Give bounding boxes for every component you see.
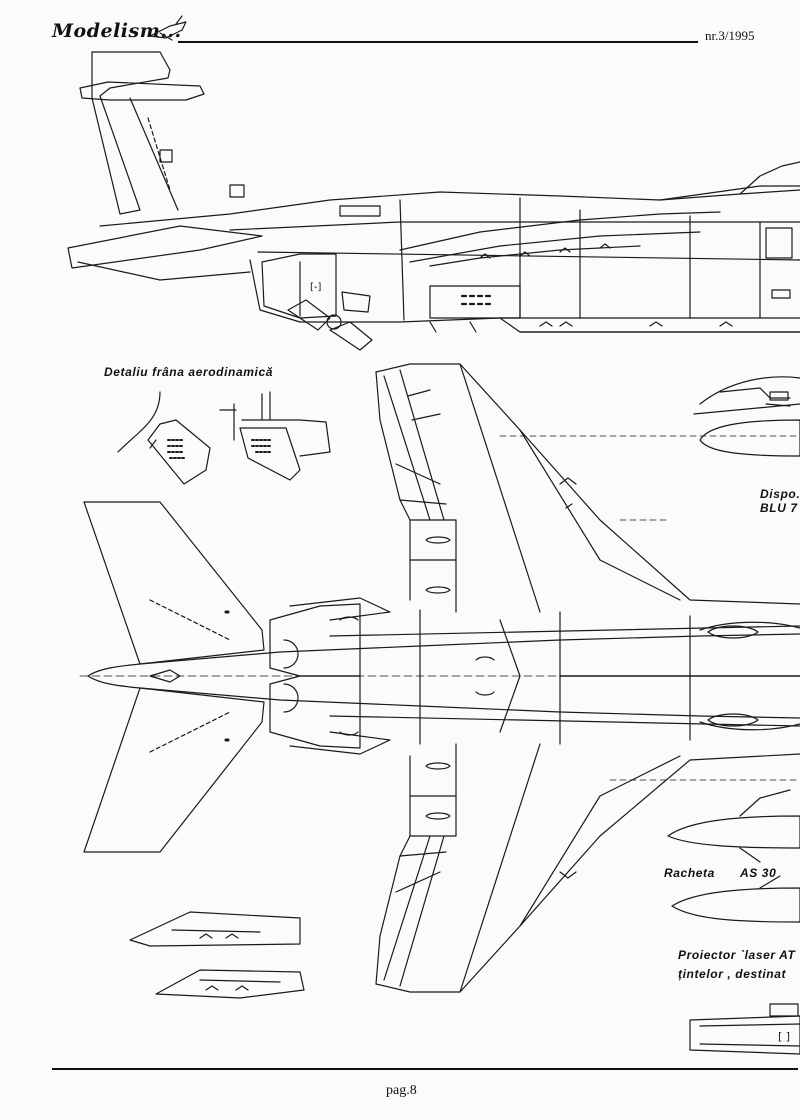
caption-dispenser-line2: BLU 7 [760,501,798,515]
caption-missile-label: Racheta [664,866,715,880]
footer-rule [52,1068,798,1070]
caption-dispenser-line1: Dispo. [760,487,800,501]
caption-missile-name: AS 30 [740,866,777,880]
caption-projector-line1: Proiector `laser AT [678,948,796,962]
svg-text:[ ]: [ ] [778,1030,790,1043]
logo-plane-icon [150,16,186,40]
caption-projector-line2: țintelor , destinat [678,967,787,981]
panel-detail-drawings [130,912,304,998]
side-view-aircraft: [-] [68,52,800,350]
external-stores-drawings: [ ] [668,377,800,1054]
header-rule [178,41,698,43]
airbrake-detail-drawing [118,392,330,484]
magazine-logo: Modelism... [52,20,182,42]
caption-airbrake-detail: Detaliu frâna aerodinamică [104,365,273,379]
page-number: pag.8 [386,1083,417,1098]
issue-number: nr.3/1995 [705,28,755,43]
svg-text:[-]: [-] [310,282,322,293]
plan-view-aircraft [80,364,800,992]
